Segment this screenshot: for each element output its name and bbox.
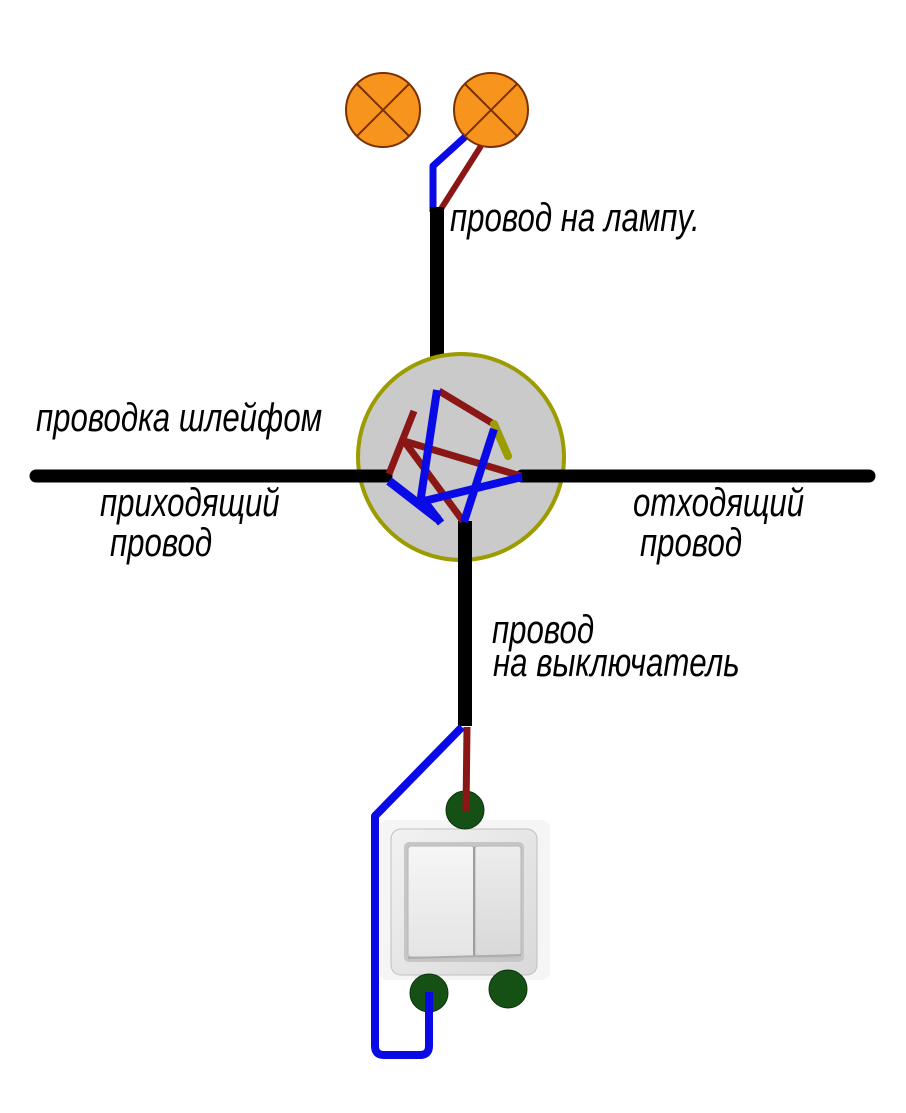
label-incoming-wire-line1: приходящий bbox=[100, 481, 280, 525]
junction-wire-red-2 bbox=[385, 409, 418, 476]
junction-wire-tangle bbox=[385, 388, 523, 526]
junction-wire-red-1 bbox=[437, 388, 494, 426]
switch-rocker-left bbox=[407, 845, 475, 958]
lamp-right-cross-line2 bbox=[464, 83, 518, 137]
junction-wire-blue-4 bbox=[460, 427, 498, 524]
junction-wire-red-4 bbox=[401, 438, 466, 524]
junction-wire-red-3 bbox=[402, 437, 523, 480]
label-daisy-chain-wiring: проводка шлейфом bbox=[36, 396, 323, 440]
label-incoming-wire-line2: провод bbox=[110, 521, 213, 565]
lamp-wire-red bbox=[436, 144, 484, 214]
switch-bottom-shadow bbox=[407, 954, 522, 959]
label-outgoing-wire-line1: отходящий bbox=[633, 481, 805, 525]
switch-rocker-right bbox=[474, 845, 522, 958]
junction-wire-blue-3 bbox=[415, 473, 523, 507]
switch-wire-red bbox=[462, 726, 471, 812]
lamp-right bbox=[453, 72, 529, 148]
switch-wire-blue-loop bbox=[371, 724, 465, 1059]
cable-to-switch bbox=[458, 521, 472, 726]
label-wire-to-lamp: провод на лампу. bbox=[450, 196, 700, 240]
junction-wire-blue-2 bbox=[386, 477, 441, 523]
cable-to-lamp bbox=[430, 207, 444, 390]
wall-switch bbox=[380, 820, 550, 980]
junction-wire-olive bbox=[490, 420, 512, 460]
label-outgoing-wire-line2: провод bbox=[640, 521, 743, 565]
terminal-bottom-right bbox=[488, 969, 528, 1009]
lamp-left bbox=[345, 72, 421, 148]
lamp-wire-blue bbox=[429, 134, 468, 212]
label-wire-to-switch-line2: на выключатель bbox=[493, 641, 740, 685]
lamp-left-cross-line2 bbox=[356, 83, 410, 137]
label-wire-to-switch-line1: провод bbox=[492, 608, 595, 652]
